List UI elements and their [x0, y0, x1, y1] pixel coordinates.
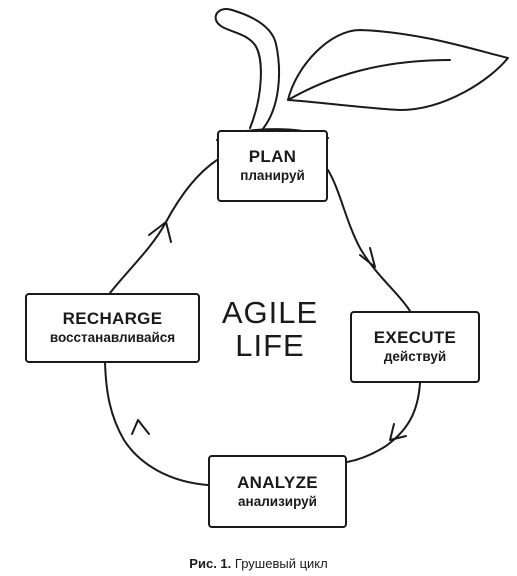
figure-caption: Рис. 1. Грушевый цикл	[0, 556, 517, 571]
analyze-title: ANALYZE	[237, 472, 318, 492]
plan-box: PLAN планируй	[217, 130, 328, 202]
pear-leaf-icon	[287, 29, 509, 111]
analyze-subtitle: анализируй	[238, 493, 317, 509]
arrowhead-right-lower-icon	[389, 423, 407, 441]
caption-text: Грушевый цикл	[234, 556, 328, 571]
leaf-vein-icon	[287, 59, 451, 101]
plan-subtitle: планируй	[240, 168, 305, 183]
analyze-box: ANALYZE анализируй	[208, 455, 347, 528]
execute-title: EXECUTE	[373, 328, 457, 347]
recharge-box: RECHARGE восстанавливайся	[25, 293, 200, 363]
arrow-plan-to-execute	[327, 169, 411, 312]
recharge-subtitle: восстанавливайся	[49, 330, 176, 345]
arrow-analyze-to-recharge	[104, 362, 209, 486]
arrowhead-left-lower-icon	[131, 419, 150, 435]
arrowhead-left-upper-icon	[148, 221, 172, 243]
arrowhead-right-upper-icon	[359, 247, 376, 268]
center-line-2: LIFE	[235, 328, 305, 363]
caption-label: Рис. 1.	[189, 556, 232, 571]
plan-title: PLAN	[248, 147, 297, 166]
arrow-execute-to-analyze	[346, 382, 421, 463]
pear-stem-icon	[214, 8, 281, 131]
execute-box: EXECUTE действуй	[350, 311, 480, 383]
execute-subtitle: действуй	[383, 349, 447, 364]
arrow-recharge-to-plan	[109, 159, 218, 294]
center-line-1: AGILE	[221, 295, 319, 330]
recharge-title: RECHARGE	[62, 309, 163, 328]
center-label: AGILE LIFE	[206, 296, 334, 362]
